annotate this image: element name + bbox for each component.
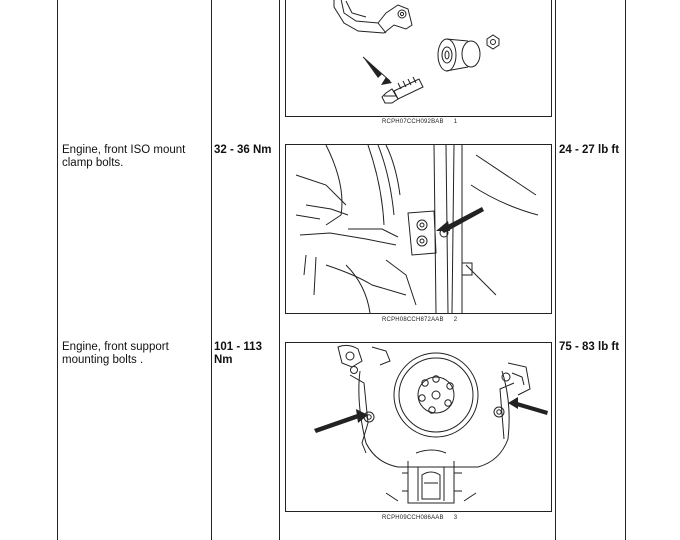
figure-number: 3 xyxy=(453,515,458,521)
figure-1-frame xyxy=(285,0,552,117)
table-column-divider xyxy=(625,0,626,540)
figure-code: RCPH07CCH092BAB xyxy=(382,119,444,125)
figure-number: 2 xyxy=(453,317,458,323)
figure-2-frame xyxy=(285,144,552,314)
figure-1-caption: RCPH07CCH092BAB 1 xyxy=(382,119,457,125)
iso-mount-clamp-illustration xyxy=(295,145,539,313)
mount-bracket-illustration xyxy=(333,0,500,104)
row-3-imperial-torque: 75 - 83 lb ft xyxy=(559,341,620,353)
table-column-divider xyxy=(57,0,58,540)
row-2-description: Engine, front ISO mount clamp bolts. xyxy=(62,144,186,169)
figure-2-caption: RCPH08CCH872AAB 2 xyxy=(382,317,457,323)
figure-3-caption: RCPH09CCH086AAB 3 xyxy=(382,515,457,521)
figure-3-frame xyxy=(285,342,552,512)
figure-code: RCPH08CCH872AAB xyxy=(382,317,444,323)
row-3-metric-torque: 101 - 113 Nm xyxy=(214,341,262,366)
table-column-divider xyxy=(279,0,280,540)
row-2-metric-torque: 32 - 36 Nm xyxy=(214,144,272,156)
table-column-divider xyxy=(211,0,212,540)
row-3-description: Engine, front support mounting bolts . xyxy=(62,341,169,366)
table-column-divider xyxy=(555,0,556,540)
figure-number: 1 xyxy=(453,119,458,125)
figure-code: RCPH09CCH086AAB xyxy=(382,515,444,521)
row-2-imperial-torque: 24 - 27 lb ft xyxy=(559,144,620,156)
front-support-illustration xyxy=(314,344,548,504)
